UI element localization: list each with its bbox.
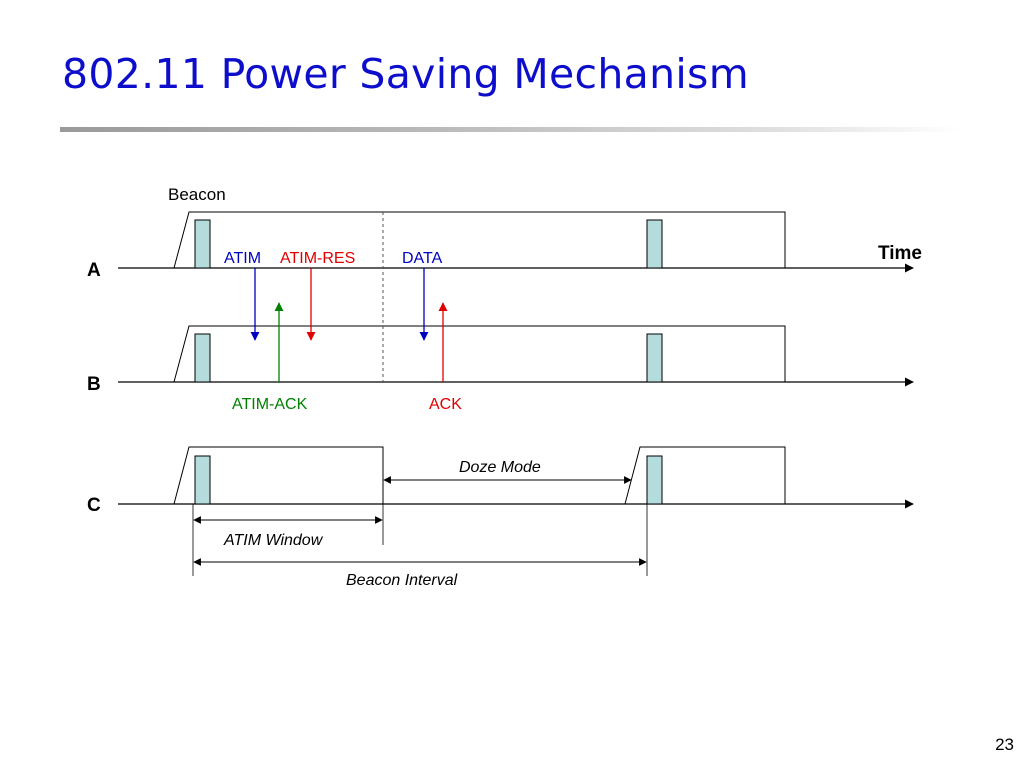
title-divider [60, 127, 960, 132]
doze-mode-label: Doze Mode [459, 459, 541, 476]
atim-label: ATIM [224, 250, 261, 267]
station-b-beacon-2 [646, 333, 663, 383]
station-a-beacon-2 [646, 219, 663, 269]
station-a-awake-outline [173, 211, 786, 269]
station-a-beacon-1 [194, 219, 211, 269]
station-b-beacon-1 [194, 333, 211, 383]
ack-label: ACK [429, 396, 462, 413]
station-b-label: B [87, 374, 101, 395]
station-c-beacon-2 [646, 455, 663, 505]
slide-title: 802.11 Power Saving Mechanism [62, 50, 749, 98]
station-c-timeline [118, 446, 914, 509]
station-b-timeline [118, 325, 914, 387]
beacon-interval-label: Beacon Interval [346, 572, 458, 589]
station-b-awake-outline [173, 325, 786, 383]
data-label: DATA [402, 250, 443, 267]
atim-window-label: ATIM Window [223, 532, 324, 549]
station-a-label: A [87, 260, 101, 281]
atim-res-label: ATIM-RES [280, 250, 355, 267]
atim-ack-label: ATIM-ACK [232, 396, 308, 413]
time-label: Time [878, 243, 922, 264]
station-c-awake-outline-1 [173, 446, 384, 505]
page-number: 23 [995, 735, 1014, 754]
station-c-beacon-1 [194, 455, 211, 505]
station-c-awake-outline-2 [624, 446, 786, 505]
station-c-label: C [87, 495, 101, 516]
beacon-label: Beacon [168, 185, 226, 204]
station-a-timeline [118, 211, 914, 273]
